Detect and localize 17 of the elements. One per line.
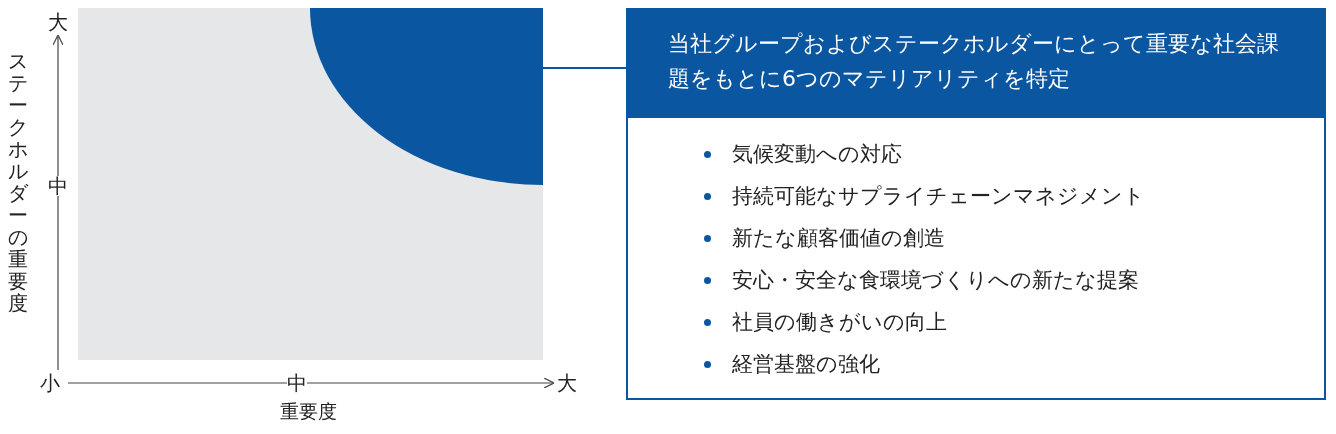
axis-tick-label: 小: [40, 373, 60, 393]
connector-line: [542, 67, 627, 69]
materiality-panel: [626, 8, 1326, 400]
high-importance-area: [310, 8, 543, 185]
list-item: 持続可能なサプライチェーンマネジメント: [732, 184, 1145, 210]
list-item: 新たな顧客価値の創造: [732, 226, 945, 252]
list-item: 経営基盤の強化: [732, 352, 880, 378]
axis-tick-label: 大: [557, 373, 577, 393]
axis-tick-label: 大: [48, 12, 68, 32]
axis-title: ステークホルダーの重要度: [8, 50, 28, 314]
list-item: 安心・安全な食環境づくりへの新たな提案: [732, 268, 1139, 294]
panel-heading: 当社グループおよびステークホルダーにとって重要な社会課題をもとに6つのマテリアリティを特定: [628, 10, 1324, 118]
list-item: 社員の働きがいの向上: [732, 310, 947, 336]
axis-title: 重要度: [280, 402, 337, 421]
axis-tick-label: 中: [287, 373, 307, 393]
axis-tick-label: 中: [48, 176, 68, 196]
list-item: 気候変動への対応: [732, 142, 902, 168]
